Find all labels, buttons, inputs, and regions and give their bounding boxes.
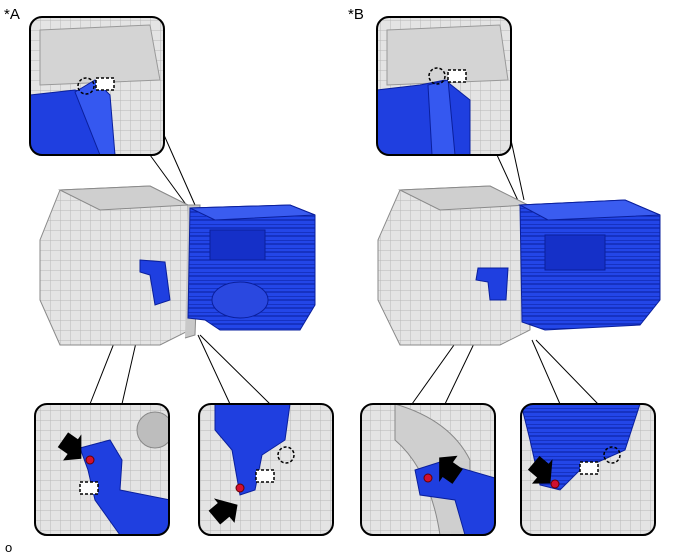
leader-a-top [149,134,196,211]
hvac-unit-b [377,185,661,346]
bracket-b [475,267,509,301]
bolt-icon [423,473,433,483]
variant-a-label: *A [4,6,20,23]
figure-code: o [5,540,13,555]
bolt-icon [550,479,560,489]
claw-icon [428,67,446,85]
bolt-icon [235,483,245,493]
inset-a-top [29,16,165,156]
clip-icon [79,481,99,495]
leader-b-bottom-right [531,339,599,405]
inset-a-bottom-right [198,403,334,536]
claw-icon [277,446,295,464]
inset-a-bottom-left [34,403,170,536]
bracket-a [139,259,171,306]
inset-b-top [376,16,512,156]
claw-icon [77,77,95,95]
leader-b-top [496,139,525,206]
clip-icon [579,461,599,475]
claw-icon [603,446,621,464]
hvac-unit-a [39,185,316,346]
leader-a-bottom-right [197,334,271,405]
bolt-icon [85,455,95,465]
clip-icon [255,469,275,483]
inset-b-bottom-right [520,403,656,536]
arrow-icon [208,498,238,525]
clip-icon [447,69,467,83]
arrow-icon [439,455,463,484]
clip-icon [95,77,115,91]
inset-b-bottom-left [360,403,496,536]
arrow-icon [527,455,553,484]
arrow-icon [57,432,82,461]
variant-b-label: *B [348,6,364,23]
